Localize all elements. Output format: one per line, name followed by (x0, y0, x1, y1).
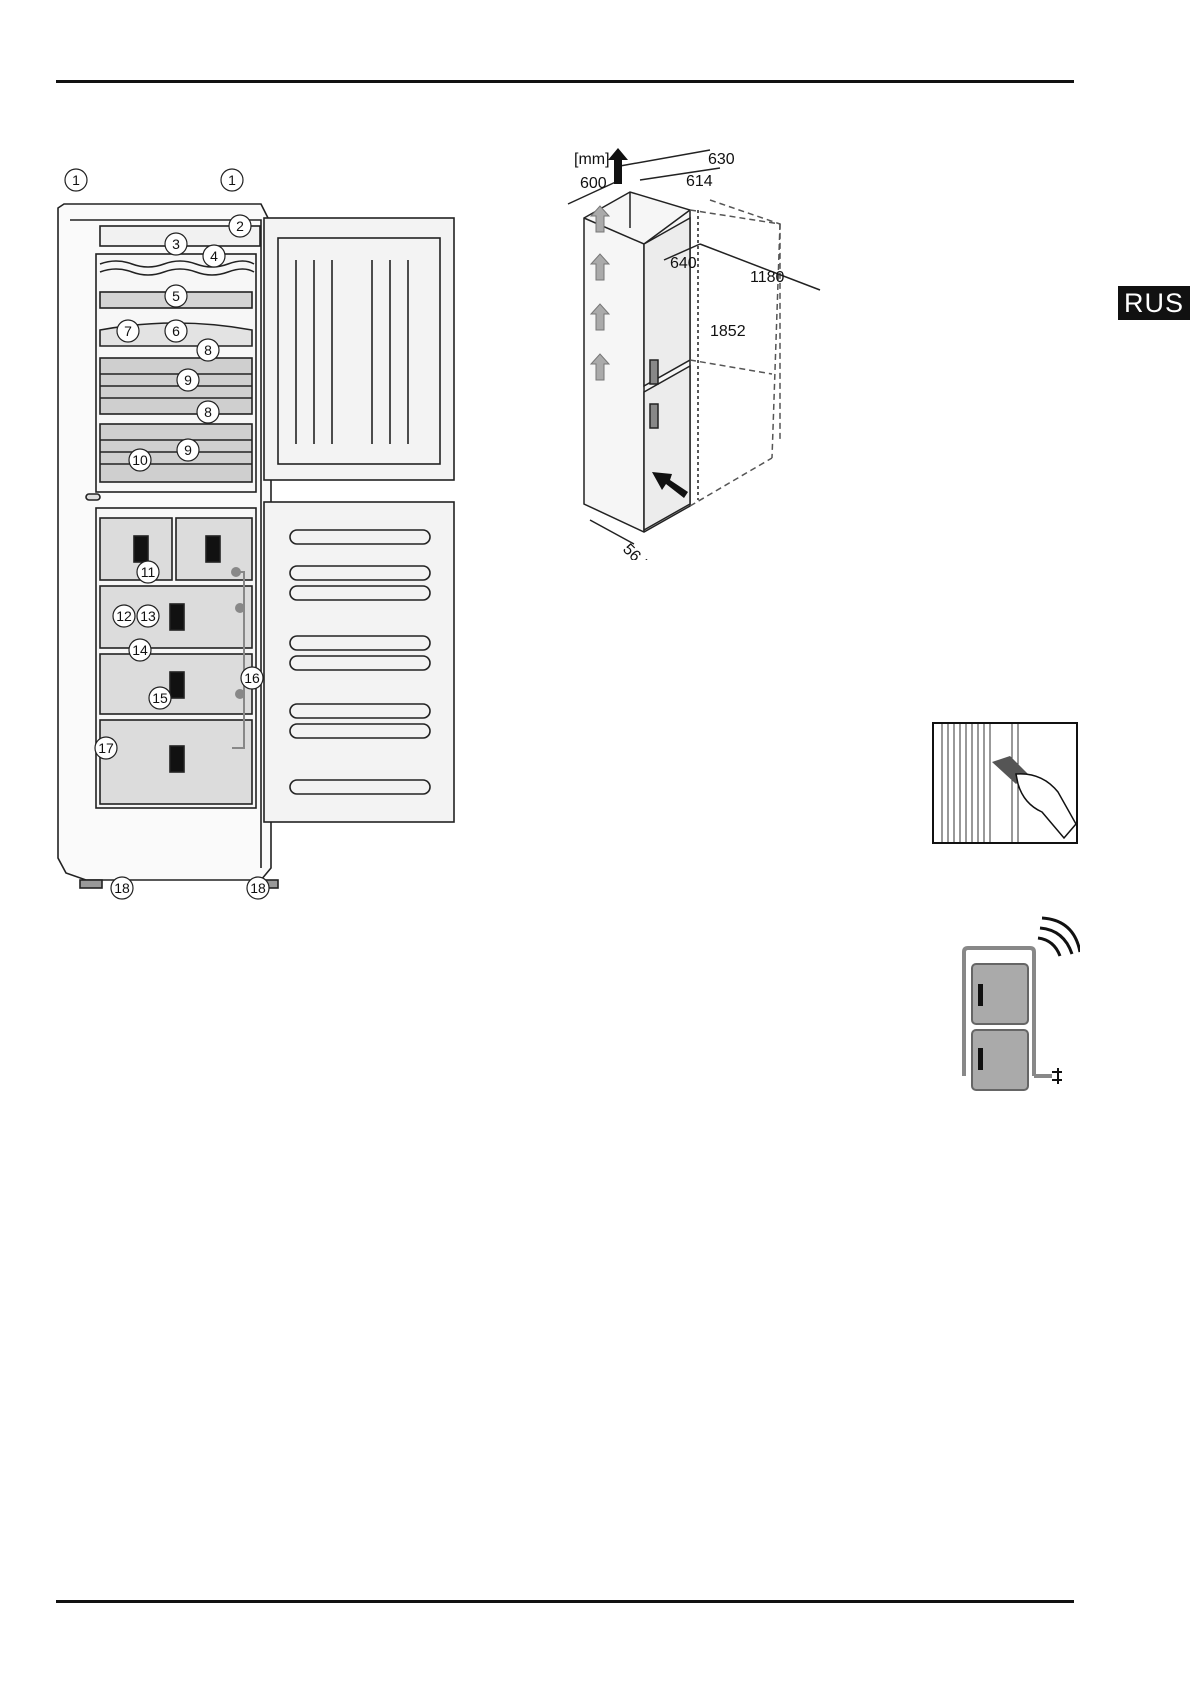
svg-text:14: 14 (132, 642, 148, 658)
dimensions-figure: [mm] 600 630 614 640 1180 1852 56.5 (567, 148, 821, 560)
callout-8b: 8 (196, 400, 220, 424)
svg-text:4: 4 (210, 248, 218, 264)
svg-text:12: 12 (116, 608, 132, 624)
callout-13: 13 (136, 604, 160, 628)
cleaning-figure (932, 722, 1078, 844)
dimension-toe: 56.5 (619, 541, 653, 560)
svg-text:2: 2 (236, 218, 244, 234)
svg-text:9: 9 (184, 372, 192, 388)
svg-text:1: 1 (72, 172, 80, 188)
top-rule (56, 80, 1074, 83)
callout-3: 3 (164, 232, 188, 256)
callout-6: 6 (164, 319, 188, 343)
callout-15: 15 (148, 686, 172, 710)
dimension-width: 600 (580, 175, 607, 192)
svg-text:8: 8 (204, 342, 212, 358)
appliance-overview-figure: 1 1 2 3 4 5 6 7 8 8 9 9 10 11 12 13 14 1… (57, 168, 455, 900)
callout-7: 7 (116, 319, 140, 343)
svg-text:3: 3 (172, 236, 180, 252)
dimension-depth-body: 614 (686, 173, 713, 190)
connection-figure (962, 916, 1080, 1091)
svg-text:18: 18 (114, 880, 130, 896)
dimension-door-depth: 640 (670, 255, 697, 272)
svg-text:16: 16 (244, 670, 260, 686)
callout-2: 2 (228, 214, 252, 238)
svg-text:9: 9 (184, 442, 192, 458)
svg-text:11: 11 (141, 564, 156, 580)
dimension-open-door: 1180 (750, 269, 785, 286)
svg-text:7: 7 (124, 323, 132, 339)
svg-text:18: 18 (250, 880, 266, 896)
callout-17: 17 (94, 736, 118, 760)
svg-text:15: 15 (152, 690, 168, 706)
dimension-depth-total: 630 (708, 151, 735, 168)
callout-9a: 9 (176, 368, 200, 392)
svg-text:10: 10 (132, 452, 148, 468)
callout-12: 12 (112, 604, 136, 628)
callout-10: 10 (128, 448, 152, 472)
callout-1a: 1 (64, 168, 88, 192)
callout-18b: 18 (246, 876, 270, 900)
svg-text:1: 1 (228, 172, 236, 188)
callout-16: 16 (240, 666, 264, 690)
language-badge: RUS (1118, 286, 1190, 320)
callout-8a: 8 (196, 338, 220, 362)
svg-text:5: 5 (172, 288, 180, 304)
dimension-height: 1852 (710, 323, 746, 340)
callout-4: 4 (202, 244, 226, 268)
svg-text:13: 13 (140, 608, 156, 624)
callout-5: 5 (164, 284, 188, 308)
svg-text:8: 8 (204, 404, 212, 420)
bottom-rule (56, 1600, 1074, 1603)
callout-1b: 1 (220, 168, 244, 192)
dimension-unit: [mm] (574, 151, 610, 168)
svg-text:17: 17 (98, 740, 114, 756)
svg-text:6: 6 (172, 323, 180, 339)
callout-9b: 9 (176, 438, 200, 462)
callout-14: 14 (128, 638, 152, 662)
callout-11: 11 (136, 560, 160, 584)
callout-18a: 18 (110, 876, 134, 900)
